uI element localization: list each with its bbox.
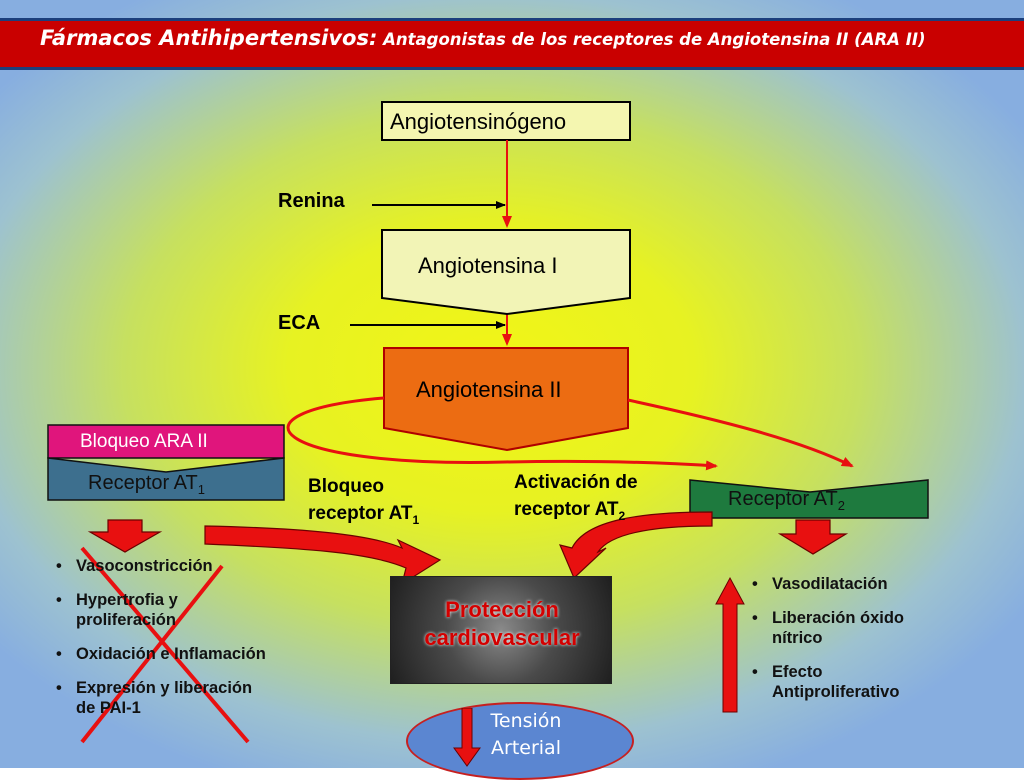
bloqueo-line2: receptor AT1	[308, 500, 419, 534]
bloqueo-ara-box	[47, 424, 285, 459]
at1-effect-expresion-1: Expresión y liberación	[76, 679, 253, 697]
angiotensina2-label: Angiotensina II	[416, 377, 562, 402]
at2-effect-vasodilatacion: Vasodilatación	[772, 575, 888, 593]
at2-effects-list: Vasodilatación Liberación óxido nítrico E…	[750, 574, 980, 716]
at1-effect-oxidacion: Oxidación e Inflamación	[76, 645, 266, 663]
tension-line1: Tensión	[490, 710, 562, 732]
at1-effect-vasoconstriccion: Vasoconstricción	[76, 557, 213, 575]
activacion-label: Activación de receptor AT2	[514, 469, 638, 530]
list-item: Hypertrofia y proliferación	[54, 590, 334, 630]
at1-effects-list: Vasoconstricción Hypertrofia y proliferac…	[54, 556, 334, 732]
activacion-line2-text: receptor AT	[514, 499, 619, 520]
bloqueo-ara-label: Bloqueo ARA II	[80, 431, 208, 452]
bloqueo-line1: Bloqueo	[308, 476, 384, 497]
curve-to-at2	[627, 398, 854, 468]
up-arrow-icon	[715, 576, 745, 713]
angiotensinogeno-box	[381, 101, 631, 141]
tension-label: Tensión Arterial	[476, 708, 576, 762]
list-item: Vasoconstricción	[54, 556, 334, 576]
angiotensina1-shape	[381, 229, 631, 316]
receptor-at1-text: Receptor AT	[88, 472, 198, 494]
receptor-at1-sub: 1	[197, 482, 205, 497]
activacion-sub: 2	[618, 508, 626, 523]
title-main: Fármacos Antihipertensivos:	[40, 26, 378, 50]
title-bar: Fármacos Antihipertensivos: Antagonistas…	[0, 18, 1024, 70]
at1-effect-hypertrofia-1: Hypertrofia y	[76, 591, 178, 609]
tension-arterial-ellipse: Tensión Arterial	[406, 702, 634, 780]
at2-effect-liberacion-1: Liberación óxido	[772, 609, 905, 627]
curve-to-at1	[286, 396, 718, 471]
bloqueo-sub: 1	[412, 512, 420, 527]
receptor-at2-label: Receptor AT2	[728, 488, 845, 513]
block-arrow-left	[204, 525, 442, 586]
receptor-at2-text: Receptor AT	[728, 488, 838, 510]
down-arrow-at1-icon	[87, 519, 163, 553]
at1-effect-hypertrofia-2: proliferación	[76, 611, 176, 629]
angiotensinogeno-label: Angiotensinógeno	[390, 109, 567, 134]
at2-effect-efecto-2: Antiproliferativo	[772, 683, 900, 701]
proteccion-line2: cardiovascular	[424, 625, 580, 650]
receptor-at1-shape	[47, 457, 285, 501]
at2-effect-efecto-1: Efecto	[772, 663, 823, 681]
eca-label: ECA	[278, 312, 321, 334]
receptor-at2-shape	[689, 479, 929, 519]
bloqueo-label: Bloqueo receptor AT1	[308, 473, 419, 534]
down-arrow-at2-icon	[777, 519, 849, 555]
angiotensina2-shape	[383, 347, 629, 452]
renina-label: Renina	[278, 190, 345, 212]
title-sub: Antagonistas de los receptores de Angiot…	[377, 30, 926, 49]
bloqueo-line2-text: receptor AT	[308, 503, 413, 524]
proteccion-box: Protección cardiovascular	[390, 576, 612, 684]
list-item: Expresión y liberación de PAI-1	[54, 678, 334, 718]
angiotensina1-label: Angiotensina I	[418, 253, 558, 278]
list-item: Oxidación e Inflamación	[54, 644, 334, 664]
block-arrow-right	[558, 511, 713, 580]
at2-effect-liberacion-2: nítrico	[772, 629, 823, 647]
list-item: Liberación óxido nítrico	[750, 608, 980, 648]
at1-effect-expresion-2: de PAI-1	[76, 699, 141, 717]
tension-line2: Arterial	[491, 737, 561, 759]
proteccion-line1: Protección	[445, 597, 559, 622]
activacion-line1: Activación de	[514, 472, 638, 493]
activacion-line2: receptor AT2	[514, 496, 638, 530]
down-arrow-tension-icon	[453, 708, 481, 767]
receptor-at2-sub: 2	[837, 498, 845, 513]
receptor-at1-label: Receptor AT1	[88, 472, 205, 497]
list-item: Vasodilatación	[750, 574, 980, 594]
